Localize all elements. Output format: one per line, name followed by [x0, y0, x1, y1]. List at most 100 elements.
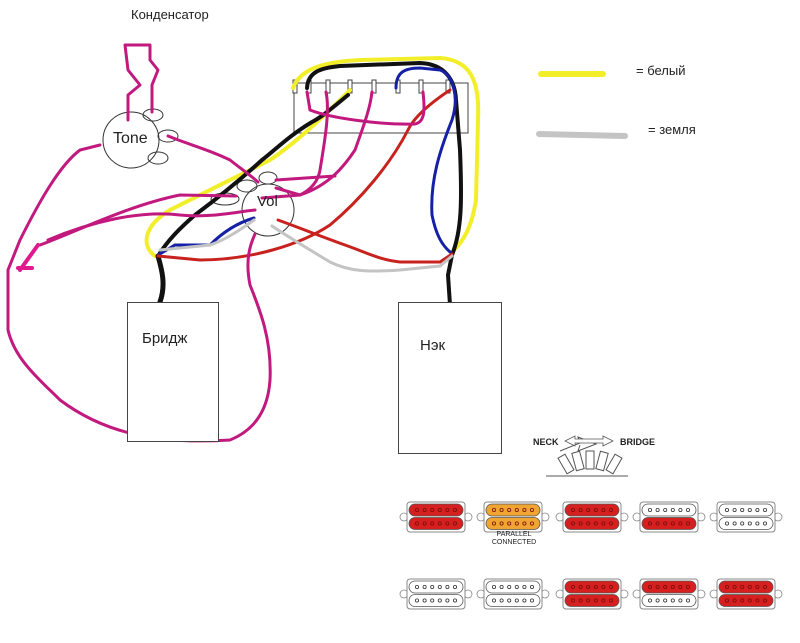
- pole-piece: [755, 507, 760, 512]
- bridge-pickup-label: Бридж: [142, 330, 188, 347]
- switch-positions-icon: [546, 435, 628, 477]
- wire-red: [276, 218, 454, 264]
- humbucker-row2-4: [632, 578, 706, 610]
- wire-black: [156, 93, 350, 258]
- wire-blue: [394, 66, 457, 254]
- pole-piece: [499, 521, 504, 526]
- pole-piece: [491, 598, 496, 603]
- pole-piece: [586, 521, 591, 526]
- pole-piece: [648, 507, 653, 512]
- coil-top: [641, 503, 697, 517]
- pole-piece: [437, 585, 442, 590]
- pole-piece: [663, 521, 668, 526]
- vol-lug: [258, 171, 278, 185]
- pole-piece: [437, 507, 442, 512]
- pole-piece: [507, 507, 512, 512]
- wire-black: [155, 253, 166, 305]
- legend-label-white: = белый: [636, 63, 686, 78]
- vol-lug: [236, 179, 258, 193]
- pole-piece: [747, 598, 752, 603]
- pole-piece: [452, 507, 457, 512]
- pole-piece: [655, 521, 660, 526]
- tone-pot-label: Tone: [113, 130, 148, 147]
- pole-piece: [670, 585, 675, 590]
- pole-piece: [571, 507, 576, 512]
- parallel-caption-line1: PARALLEL: [496, 531, 532, 538]
- humbucker-row1-5: [709, 501, 783, 533]
- pole-piece: [514, 507, 519, 512]
- pole-piece: [491, 585, 496, 590]
- pole-piece: [686, 521, 691, 526]
- pole-piece: [578, 585, 583, 590]
- wire-gray: [158, 218, 256, 252]
- coil-top: [718, 580, 774, 594]
- coil-bottom: [641, 594, 697, 607]
- pole-piece: [601, 598, 606, 603]
- pole-piece: [763, 585, 768, 590]
- pole-piece: [740, 585, 745, 590]
- coil-top: [408, 580, 464, 594]
- coil-top: [564, 503, 620, 517]
- pole-piece: [663, 598, 668, 603]
- pole-piece: [578, 521, 583, 526]
- pole-piece: [763, 598, 768, 603]
- wire-red: [156, 88, 452, 262]
- pole-piece: [414, 598, 419, 603]
- wire-yellow: [291, 55, 481, 254]
- pole-piece: [725, 507, 730, 512]
- pole-piece: [578, 598, 583, 603]
- pole-piece: [491, 507, 496, 512]
- pole-piece: [422, 521, 427, 526]
- double-arrow-icon: [564, 435, 614, 447]
- coil-bottom: [564, 594, 620, 607]
- pole-piece: [430, 585, 435, 590]
- pole-piece: [571, 521, 576, 526]
- pole-piece: [593, 507, 598, 512]
- legend-label-ground: = земля: [648, 122, 696, 137]
- pole-piece: [755, 521, 760, 526]
- pole-piece: [670, 521, 675, 526]
- pole-piece: [522, 598, 527, 603]
- capacitor-label: Конденсатор: [131, 7, 209, 22]
- coil-top: [408, 503, 464, 517]
- wire-magenta: [16, 243, 40, 272]
- pole-piece: [522, 585, 527, 590]
- pole-piece: [655, 507, 660, 512]
- switch-neck-label: NECK: [533, 437, 559, 447]
- pole-piece: [686, 507, 691, 512]
- pole-piece: [586, 598, 591, 603]
- pole-piece: [499, 585, 504, 590]
- pole-piece: [530, 521, 535, 526]
- wire-magenta: [305, 90, 426, 126]
- switch-lug: [371, 79, 377, 94]
- humbucker-row2-2: [476, 578, 550, 610]
- pole-piece: [414, 507, 419, 512]
- humbucker-row2-5: [709, 578, 783, 610]
- pole-piece: [732, 521, 737, 526]
- pole-piece: [747, 521, 752, 526]
- pole-piece: [530, 507, 535, 512]
- wire-gray: [270, 224, 454, 273]
- pole-piece: [740, 507, 745, 512]
- coil-top: [718, 503, 774, 517]
- pole-piece: [530, 598, 535, 603]
- pole-piece: [507, 521, 512, 526]
- pole-piece: [499, 598, 504, 603]
- pole-piece: [663, 507, 668, 512]
- coil-bottom: [408, 594, 464, 607]
- humbucker-row1-3: [555, 501, 629, 533]
- coil-bottom: [564, 517, 620, 530]
- pole-piece: [437, 521, 442, 526]
- coil-bottom: [485, 517, 541, 530]
- pole-piece: [452, 585, 457, 590]
- pole-piece: [678, 585, 683, 590]
- pole-piece: [763, 521, 768, 526]
- pole-piece: [648, 521, 653, 526]
- pole-piece: [655, 585, 660, 590]
- pole-piece: [732, 585, 737, 590]
- coil-bottom: [641, 517, 697, 530]
- pole-piece: [507, 598, 512, 603]
- pole-piece: [655, 598, 660, 603]
- pole-piece: [445, 598, 450, 603]
